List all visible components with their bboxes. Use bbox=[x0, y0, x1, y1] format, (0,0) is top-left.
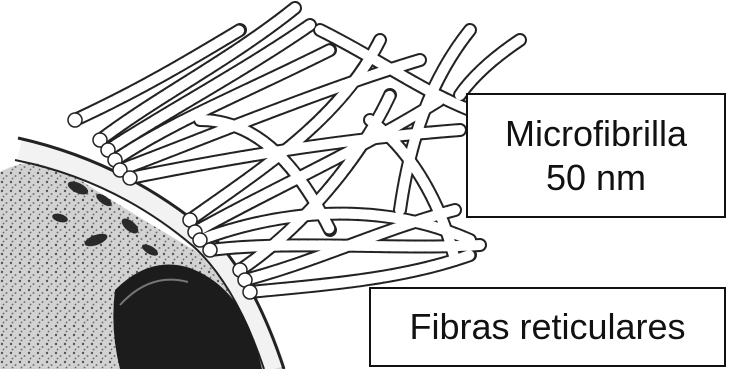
microfibril-label-box: Microfibrilla 50 nm bbox=[466, 93, 726, 218]
microfibril-size-label: 50 nm bbox=[546, 156, 646, 200]
reticular-fibers-label: Fibras reticulares bbox=[409, 306, 685, 348]
microfibril-name-label: Microfibrilla bbox=[505, 112, 687, 156]
reticular-fibers-label-box: Fibras reticulares bbox=[369, 287, 726, 367]
